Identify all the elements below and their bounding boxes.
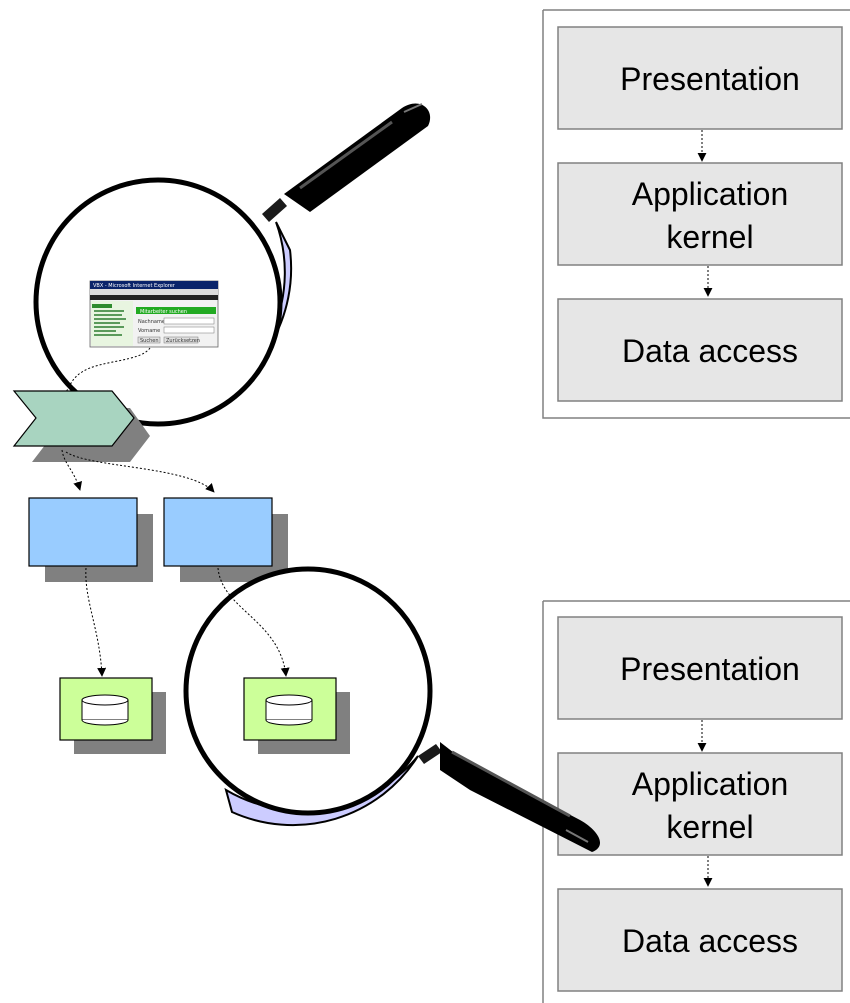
magnifier-top-handle — [262, 103, 431, 222]
bottom-application-kernel-box — [557, 752, 843, 856]
component-2-box — [163, 497, 273, 567]
component-2-to-datastore-2 — [217, 567, 290, 677]
screenshot-thumbnail: VBX - Microsoft Internet Explorer Mitarb… — [89, 280, 219, 348]
database-icon — [81, 694, 129, 726]
bottom-application-label-line1: Application — [632, 766, 789, 802]
interface-shape-body — [12, 390, 135, 447]
top-application-kernel-box — [557, 162, 843, 266]
bottom-presentation-box — [557, 616, 843, 720]
top-layer-stack: Presentation Application kernel Data acc… — [542, 9, 850, 419]
thumb-panel-header — [136, 307, 216, 314]
top-application-label-line1: Application — [632, 176, 789, 212]
interface-shape — [12, 390, 150, 462]
bottom-presentation-label: Presentation — [620, 651, 800, 687]
magnifier-top: VBX - Microsoft Internet Explorer Mitarb… — [33, 103, 431, 427]
component-1-to-datastore-1 — [85, 567, 107, 677]
top-presentation-label: Presentation — [620, 61, 800, 97]
bottom-data-access-box — [557, 888, 843, 992]
bottom-application-label-line2: kernel — [666, 809, 753, 845]
thumb-to-interface-connector — [65, 347, 151, 393]
thumb-button-1: Suchen — [140, 338, 159, 344]
component-2 — [163, 497, 288, 582]
top-data-access-label: Data access — [622, 333, 798, 369]
database-icon — [265, 694, 313, 726]
thumb-field-label-1: Nachname — [138, 319, 165, 325]
magnifier-bottom-handle — [418, 742, 601, 852]
component-1 — [28, 497, 153, 582]
bottom-data-access-label: Data access — [622, 923, 798, 959]
thumb-window-title: VBX - Microsoft Internet Explorer — [93, 283, 176, 289]
thumb-field-label-2: Vorname — [138, 328, 160, 334]
top-stack-border — [542, 10, 850, 419]
top-data-access-box — [557, 298, 843, 402]
thumb-panel-title: Mitarbeiter suchen — [140, 309, 187, 315]
component-1-box — [28, 497, 138, 567]
top-application-label-line2: kernel — [666, 219, 753, 255]
thumb-titlebar — [90, 281, 218, 289]
datastore-2 — [243, 677, 350, 754]
interface-to-component-2 — [65, 451, 215, 493]
bottom-layer-stack: Presentation Application kernel Data acc… — [542, 600, 850, 1003]
thumb-button-2: Zurücksetzen — [166, 338, 200, 344]
top-presentation-box — [557, 26, 843, 130]
datastore-1 — [59, 677, 166, 754]
